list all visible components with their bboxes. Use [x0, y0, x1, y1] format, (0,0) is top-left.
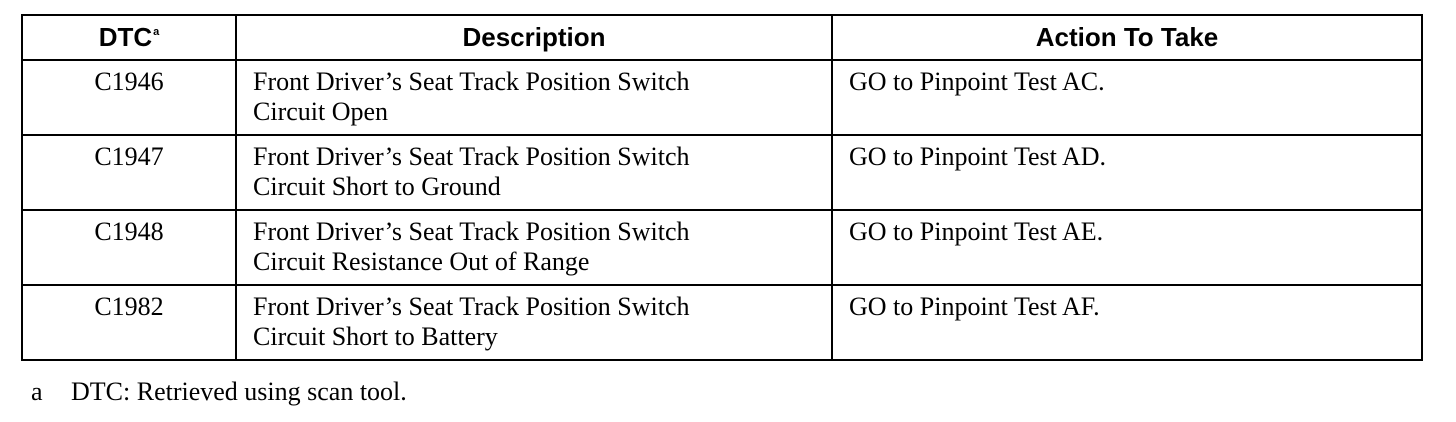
description-line: Circuit Open	[253, 97, 389, 126]
table-row: C1982 Front Driver’s Seat Track Position…	[21, 284, 1423, 361]
dtc-code-cell: C1946	[21, 59, 237, 136]
header-description: Description	[235, 14, 833, 61]
action-cell: GO to Pinpoint Test AD.	[831, 134, 1423, 211]
table-row: C1946 Front Driver’s Seat Track Position…	[21, 59, 1423, 136]
description-cell: Front Driver’s Seat Track Position Switc…	[235, 209, 833, 286]
header-dtc-footnote-marker: a	[153, 26, 160, 38]
action-cell: GO to Pinpoint Test AC.	[831, 59, 1423, 136]
footnote-marker: a	[31, 377, 43, 406]
header-action: Action To Take	[831, 14, 1423, 61]
description-line: Front Driver’s Seat Track Position Switc…	[253, 217, 690, 246]
description-line: Circuit Resistance Out of Range	[253, 247, 590, 276]
action-cell: GO to Pinpoint Test AE.	[831, 209, 1423, 286]
description-cell: Front Driver’s Seat Track Position Switc…	[235, 134, 833, 211]
description-cell: Front Driver’s Seat Track Position Switc…	[235, 284, 833, 361]
footnote-text: DTC: Retrieved using scan tool.	[71, 377, 407, 406]
dtc-code-cell: C1948	[21, 209, 237, 286]
description-cell: Front Driver’s Seat Track Position Switc…	[235, 59, 833, 136]
description-line: Front Driver’s Seat Track Position Switc…	[253, 292, 690, 321]
footnote: a DTC: Retrieved using scan tool.	[31, 377, 407, 407]
header-dtc-label: DTC	[98, 22, 153, 52]
table-row: C1947 Front Driver’s Seat Track Position…	[21, 134, 1423, 211]
description-line: Front Driver’s Seat Track Position Switc…	[253, 67, 690, 96]
description-line: Circuit Short to Ground	[253, 172, 501, 201]
table-row: C1948 Front Driver’s Seat Track Position…	[21, 209, 1423, 286]
description-line: Circuit Short to Battery	[253, 322, 498, 351]
table-header-row: DTCa Description Action To Take	[21, 14, 1423, 61]
dtc-code-cell: C1982	[21, 284, 237, 361]
dtc-code-cell: C1947	[21, 134, 237, 211]
action-cell: GO to Pinpoint Test AF.	[831, 284, 1423, 361]
description-line: Front Driver’s Seat Track Position Switc…	[253, 142, 690, 171]
header-dtc: DTCa	[21, 14, 237, 61]
dtc-table: DTCa Description Action To Take C1946 Fr…	[21, 14, 1423, 361]
